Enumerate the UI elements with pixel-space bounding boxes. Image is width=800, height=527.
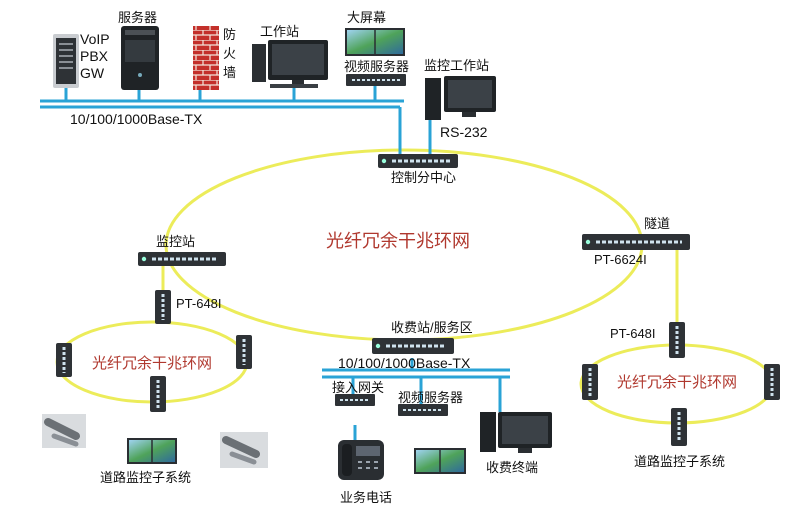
server-label: 服务器: [118, 10, 157, 25]
toll-monitor-display: [414, 448, 466, 474]
monitor-workstation-label: 监控工作站: [424, 58, 489, 73]
road-camera-icon-left: [42, 414, 86, 448]
right-subsystem-label: 道路监控子系统: [634, 454, 725, 469]
access-gateway-label: 接入网关: [332, 380, 384, 395]
left-monitor-display: [127, 438, 177, 464]
svg-text:墙: 墙: [223, 65, 236, 80]
left-subsystem-label: 道路监控子系统: [100, 470, 191, 485]
video-server-label: 视频服务器: [344, 59, 409, 74]
svg-text:火: 火: [223, 46, 236, 61]
toll-ethernet-bus: [322, 358, 510, 440]
voip-pbx-gw-label: VoIP PBX GW: [80, 31, 110, 81]
big-screen-label: 大屏幕: [347, 10, 386, 25]
server-device: [121, 26, 159, 90]
left-ring-node-switch-east: [236, 335, 252, 369]
left-ring-label: 光纤冗余干兆环网: [92, 354, 212, 372]
control-center-label: 控制分中心: [391, 170, 456, 185]
toll-bus-label: 10/100/1000Base-TX: [338, 355, 471, 371]
business-phone-label: 业务电话: [340, 490, 392, 505]
right-ring-node-switch-east: [764, 364, 780, 400]
voip-gateway-device: [53, 34, 79, 88]
video-server-device: [346, 74, 406, 86]
toll-terminal-label: 收费终端: [486, 460, 538, 475]
right-ring-node-switch-south: [671, 408, 687, 446]
toll-station-label: 收费站/服务区: [391, 320, 473, 335]
svg-text:PBX: PBX: [80, 48, 109, 64]
business-phone-device: [338, 440, 384, 480]
firewall-label: 防 火 墙: [223, 27, 236, 80]
monitor-workstation-device: [425, 76, 496, 120]
right-switch-model: PT-648I: [610, 326, 656, 341]
svg-text:防: 防: [223, 27, 236, 42]
monitor-station-label: 监控站: [156, 234, 195, 249]
monitor-station-switch: [138, 252, 226, 266]
svg-text:GW: GW: [80, 65, 105, 81]
control-center-switch: [378, 154, 458, 168]
toll-station-switch: [372, 338, 454, 354]
left-ring-node-switch-west: [56, 343, 72, 377]
access-gateway-device: [335, 394, 375, 406]
toll-terminal-device: [480, 412, 552, 453]
big-screen-device: [345, 28, 405, 56]
svg-text:VoIP: VoIP: [80, 31, 110, 47]
main-ring-label: 光纤冗余干兆环网: [326, 231, 470, 252]
rs232-label: RS-232: [440, 124, 488, 140]
workstation-label: 工作站: [260, 24, 299, 39]
left-ring-node-switch-south: [150, 376, 166, 412]
left-switch-model: PT-648I: [176, 296, 222, 311]
road-camera-icon-right: [220, 432, 268, 468]
workstation-device: [252, 40, 328, 88]
firewall-device: [193, 26, 219, 90]
tunnel-switch-model: PT-6624I: [594, 252, 647, 267]
top-bus-label: 10/100/1000Base-TX: [70, 111, 203, 127]
right-ring-node-switch-west: [582, 364, 598, 400]
right-ring-uplink-switch: [669, 322, 685, 358]
left-ring-uplink-switch: [155, 290, 171, 324]
toll-video-server-device: [398, 404, 448, 416]
tunnel-switch: [582, 234, 690, 250]
tunnel-label: 隧道: [644, 216, 670, 231]
toll-video-server-label: 视频服务器: [398, 390, 463, 405]
right-ring-label: 光纤冗余干兆环网: [617, 373, 737, 391]
